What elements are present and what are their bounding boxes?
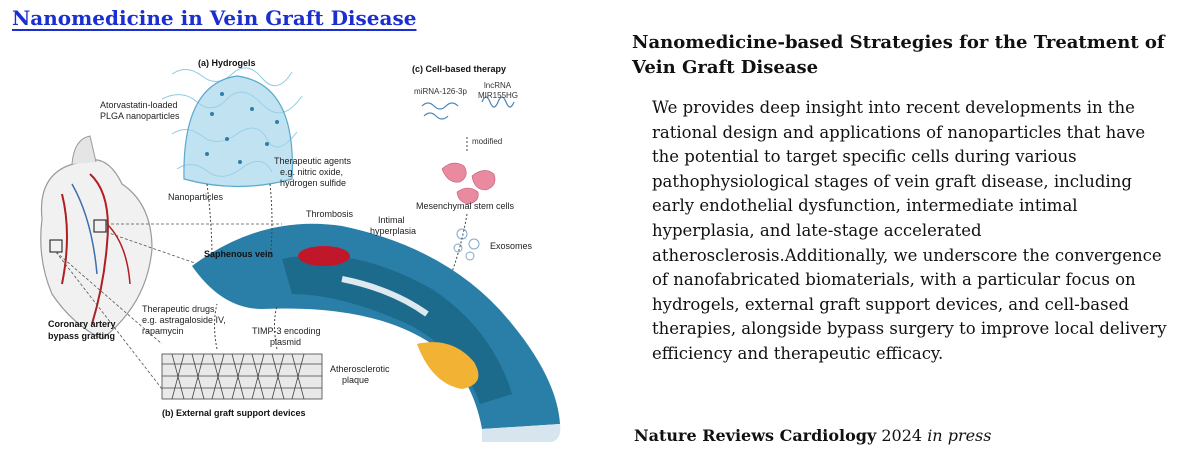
rna-strands <box>421 96 515 120</box>
label-thrombosis: Thrombosis <box>306 209 354 219</box>
citation-journal: Nature Reviews Cardiology <box>634 426 877 445</box>
label-drugs-3: rapamycin <box>142 326 184 336</box>
label-lncrna-1: lncRNA <box>484 81 512 90</box>
nanomedicine-figure: (a) Hydrogels (c) Cell-based therapy (b)… <box>12 44 612 444</box>
page-title[interactable]: Nanomedicine in Vein Graft Disease <box>12 6 417 30</box>
citation: Nature Reviews Cardiology 2024 in press <box>634 426 991 445</box>
callout-lines <box>55 223 282 390</box>
citation-year: 2024 <box>881 426 923 445</box>
citation-status: in press <box>927 426 992 445</box>
label-therapeutic-agents-1: Therapeutic agents <box>274 156 352 166</box>
label-modified: modified <box>472 137 502 146</box>
label-drugs-1: Therapeutic drugs <box>142 304 215 314</box>
label-timp-1: TIMP-3 encoding <box>252 326 321 336</box>
exosomes <box>453 228 480 261</box>
intimal-band <box>341 276 429 317</box>
support-device-mesh <box>161 353 323 400</box>
label-intimal-1: Intimal <box>378 215 405 225</box>
label-atorvastatin-1: Atorvastatin-loaded <box>100 100 178 110</box>
delivery-arrows <box>206 137 468 350</box>
label-lncrna-2: MIR155HG <box>478 91 518 100</box>
vein-graft-lumen <box>282 255 512 404</box>
label-timp-2: plasmid <box>270 337 301 347</box>
vein-graft-wall <box>482 424 561 442</box>
label-athero-2: plaque <box>342 375 369 385</box>
hydrogel-particles <box>205 92 279 164</box>
label-nanoparticles: Nanoparticles <box>168 192 224 202</box>
label-atorvastatin-2: PLGA nanoparticles <box>100 111 180 121</box>
panel-c-title: (c) Cell-based therapy <box>412 64 506 74</box>
label-drugs-2: e.g. astragaloside IV, <box>142 315 226 325</box>
panel-a-title: (a) Hydrogels <box>198 58 256 68</box>
panel-b-title: (b) External graft support devices <box>162 408 306 418</box>
thrombus <box>298 246 350 266</box>
label-mirna: miRNA-126-3p <box>414 87 467 96</box>
article-abstract: We provides deep insight into recent dev… <box>652 98 1167 363</box>
label-cabg-1: Coronary artery <box>48 319 116 329</box>
label-exosomes: Exosomes <box>490 241 533 251</box>
stem-cells <box>441 162 496 205</box>
atherosclerotic-plaque <box>417 342 479 389</box>
label-athero-1: Atherosclerotic <box>330 364 390 374</box>
label-therapeutic-agents-3: hydrogen sulfide <box>280 178 346 188</box>
label-msc: Mesenchymal stem cells <box>416 201 515 211</box>
heart-illustration <box>40 135 153 340</box>
article-title: Nanomedicine-based Strategies for the Tr… <box>632 32 1165 78</box>
label-cabg-2: bypass grafting <box>48 331 115 341</box>
figure-illustration: (a) Hydrogels (c) Cell-based therapy (b)… <box>40 58 561 442</box>
label-intimal-2: hyperplasia <box>370 226 416 236</box>
hydrogel-dome <box>183 75 293 188</box>
label-therapeutic-agents-2: e.g. nitric oxide, <box>280 167 343 177</box>
label-saphenous-vein: Saphenous vein <box>204 249 273 259</box>
